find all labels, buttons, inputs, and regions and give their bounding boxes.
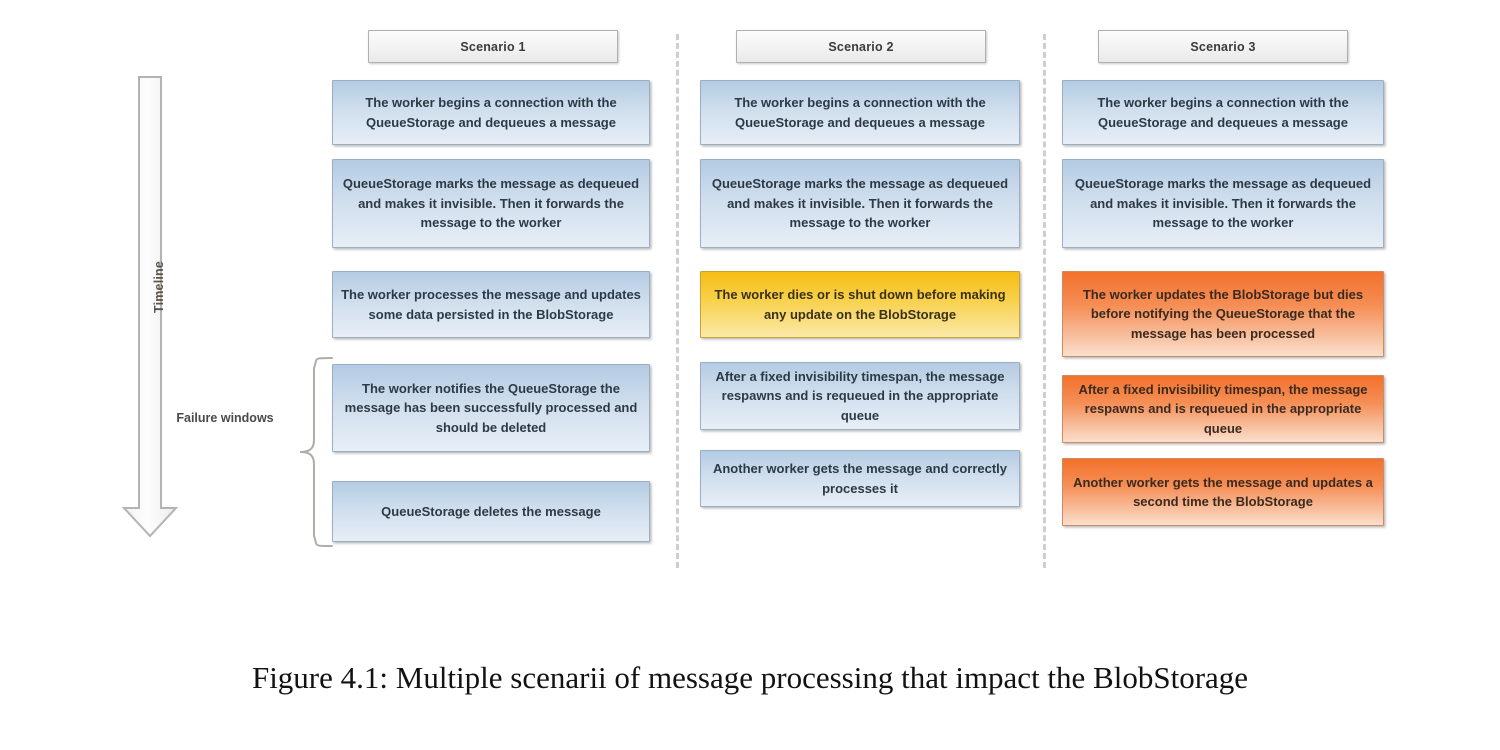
- scenario-1-step-4: The worker notifies the QueueStorage the…: [332, 364, 650, 452]
- column-divider-1: [676, 34, 679, 568]
- scenario-3-step-5: Another worker gets the message and upda…: [1062, 458, 1384, 526]
- scenario-2-step-4: After a fixed invisibility timespan, the…: [700, 362, 1020, 430]
- column-divider-2: [1043, 34, 1046, 568]
- failure-windows-label: Failure windows: [170, 410, 280, 427]
- scenario-1-step-1: The worker begins a connection with the …: [332, 80, 650, 145]
- scenario-2-step-3: The worker dies or is shut down before m…: [700, 271, 1020, 338]
- scenario-2-step-5: Another worker gets the message and corr…: [700, 450, 1020, 507]
- failure-windows-brace-icon: [299, 357, 333, 547]
- scenario-1-step-2: QueueStorage marks the message as dequeu…: [332, 159, 650, 248]
- figure-caption: Figure 4.1: Multiple scenarii of message…: [251, 660, 1249, 695]
- scenario-3-step-2: QueueStorage marks the message as dequeu…: [1062, 159, 1384, 248]
- timeline-arrow-icon: [121, 76, 179, 538]
- timeline-label: Timeline: [152, 260, 166, 314]
- scenario-header-2: Scenario 2: [736, 30, 986, 63]
- failure-windows-label-line2: windows: [220, 411, 274, 425]
- scenario-2-step-1: The worker begins a connection with the …: [700, 80, 1020, 145]
- scenario-3-step-1: The worker begins a connection with the …: [1062, 80, 1384, 145]
- scenario-3-step-3: The worker updates the BlobStorage but d…: [1062, 271, 1384, 357]
- scenario-1-step-5: QueueStorage deletes the message: [332, 481, 650, 542]
- failure-windows-label-line1: Failure: [176, 411, 218, 425]
- scenario-header-3: Scenario 3: [1098, 30, 1348, 63]
- scenario-header-1: Scenario 1: [368, 30, 618, 63]
- scenario-3-step-4: After a fixed invisibility timespan, the…: [1062, 375, 1384, 443]
- scenario-2-step-2: QueueStorage marks the message as dequeu…: [700, 159, 1020, 248]
- scenario-1-step-3: The worker processes the message and upd…: [332, 271, 650, 338]
